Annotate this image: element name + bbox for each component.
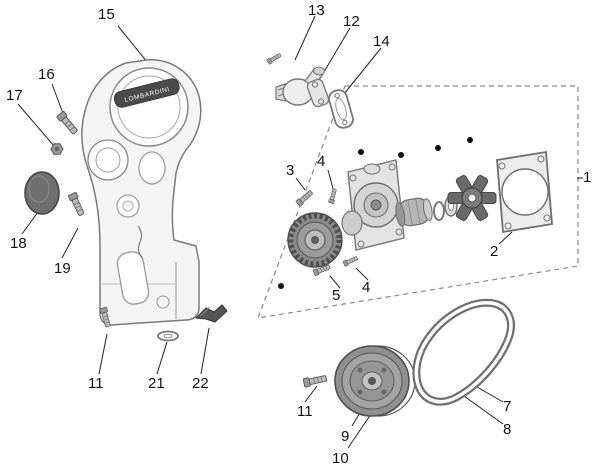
callout-17: 17	[6, 87, 23, 104]
reference-dots	[278, 137, 473, 289]
bolt-3	[295, 189, 315, 207]
thermostat-cover-12	[306, 78, 330, 108]
callout-13: 13	[308, 2, 325, 19]
callout-15: 15	[98, 6, 115, 23]
timing-cover: LOMBARDINI	[81, 59, 202, 326]
callout-14: 14	[373, 33, 390, 50]
pump-shaft	[395, 197, 433, 227]
washer-21	[157, 330, 179, 342]
callout-4-top: 4	[317, 153, 326, 170]
cover-boss	[87, 139, 129, 181]
callout-4-bottom: 4	[362, 279, 371, 296]
assembly-group-box	[257, 85, 579, 319]
callout-2: 2	[490, 243, 499, 260]
impeller	[447, 175, 497, 221]
cover-cable	[137, 225, 143, 259]
bolt-19	[67, 191, 86, 217]
pump-body	[341, 159, 405, 251]
stud-4-bottom	[342, 255, 359, 267]
callout-3: 3	[286, 162, 295, 179]
callout-21: 21	[148, 375, 165, 392]
water-pump-group	[278, 137, 553, 289]
bracket-22	[194, 304, 228, 323]
callout-8: 8	[503, 421, 512, 438]
callout-10: 10	[332, 450, 349, 467]
callout-11-bottom: 11	[297, 403, 313, 420]
callout-12: 12	[343, 13, 360, 30]
bolt-11-bottom	[302, 373, 328, 388]
cap	[24, 171, 60, 215]
leader-lines	[17, 15, 583, 449]
stud-4-top	[328, 188, 338, 204]
gasket-14	[328, 89, 354, 129]
pump-gasket-2	[496, 150, 553, 234]
callout-16: 16	[38, 66, 55, 83]
callout-7: 7	[503, 398, 512, 415]
callout-9: 9	[341, 428, 350, 445]
thermostat-group	[266, 52, 354, 129]
nut-17	[50, 143, 64, 155]
bolt-16	[56, 110, 80, 136]
crank-pulley	[334, 345, 416, 417]
callout-19: 19	[54, 260, 71, 277]
callout-11-left: 11	[88, 375, 104, 392]
callout-1: 1	[583, 169, 592, 186]
pump-gear	[287, 212, 343, 268]
bolt-13	[266, 52, 283, 65]
callout-22: 22	[192, 375, 209, 392]
callout-5: 5	[332, 287, 341, 304]
v-belt	[412, 298, 515, 406]
callout-18: 18	[10, 235, 27, 252]
